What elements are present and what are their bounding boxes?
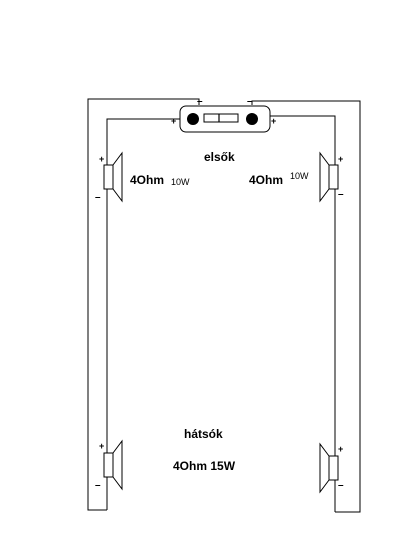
amplifier-terminal-right [246,113,258,125]
speaker-icon [319,442,330,494]
speaker-front-left: + – [95,151,123,203]
speaker-plus: + [99,441,104,451]
wires [87,98,361,513]
wire-outer-right [251,100,361,513]
speaker-magnet [328,164,339,190]
speaker-icon [112,439,123,491]
front-left-impedance: 4Ohm [130,173,164,187]
speaker-rear-right: + – [319,442,344,494]
wire-outer-left [87,98,200,511]
speaker-plus: + [338,444,343,454]
wire-inner-right [264,115,336,512]
speaker-front-right: + – [319,151,344,203]
front-left-power: 10W [171,177,190,187]
amp-plus-right: + [271,116,276,126]
front-right-power: 10W [290,171,309,181]
speaker-magnet [103,452,114,478]
rear-title: hátsók [184,427,223,441]
speaker-icon [319,151,330,203]
speaker-plus: + [99,154,104,164]
amplifier-terminal-left [187,113,199,125]
front-right-impedance: 4Ohm [249,173,283,187]
speaker-plus: + [338,154,343,164]
rear-spec: 4Ohm 15W [173,459,236,473]
speaker-magnet [328,455,339,481]
amp-minus-right: – [247,96,253,107]
front-title: elsők [204,150,235,164]
speaker-minus: – [95,192,101,203]
amplifier-display [203,113,239,123]
speaker-minus: – [95,480,101,491]
amplifier-unit: – – + + [171,96,276,133]
speaker-icon [112,151,123,203]
amp-plus-left: + [171,116,176,126]
speaker-magnet [103,164,114,190]
speaker-minus: – [338,480,344,491]
speaker-minus: – [338,189,344,200]
speaker-rear-left: + – [95,439,123,491]
wire-inner-left [106,118,180,510]
amp-minus-left: – [197,96,203,107]
